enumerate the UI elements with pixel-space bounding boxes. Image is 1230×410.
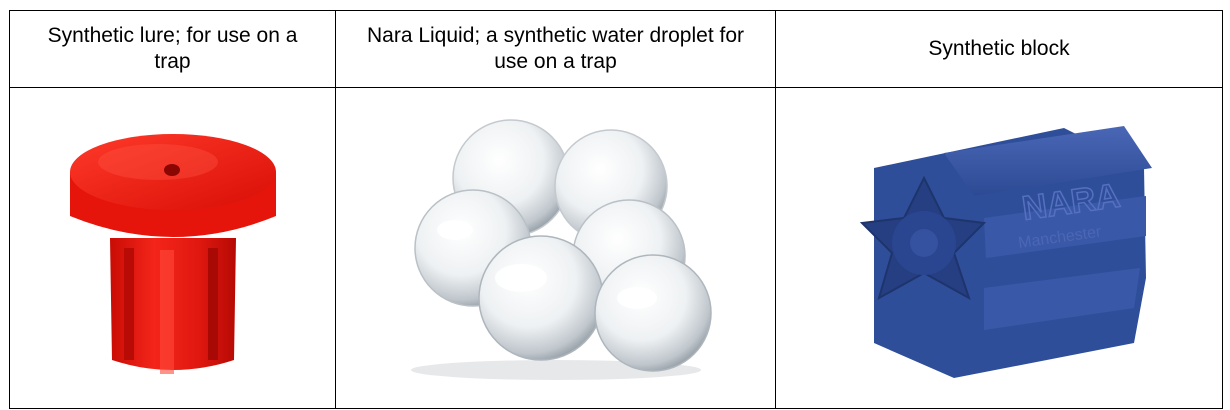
red-lure-cap-icon [69, 134, 276, 374]
image-row: NARA Manchester [9, 87, 1223, 409]
header-cell-liquid: Nara Liquid; a synthetic water droplet f… [335, 10, 776, 88]
blue-block-icon: NARA Manchester [859, 126, 1152, 378]
image-cell-block: NARA Manchester [775, 87, 1223, 409]
product-table: Synthetic lure; for use on a trap Nara L… [9, 10, 1223, 409]
header-cell-lure: Synthetic lure; for use on a trap [9, 10, 336, 88]
header-row: Synthetic lure; for use on a trap Nara L… [9, 10, 1223, 88]
water-droplets-icon [410, 119, 712, 380]
image-cell-liquid [335, 87, 776, 409]
header-cell-block: Synthetic block [775, 10, 1223, 88]
image-cell-lure [9, 87, 336, 409]
